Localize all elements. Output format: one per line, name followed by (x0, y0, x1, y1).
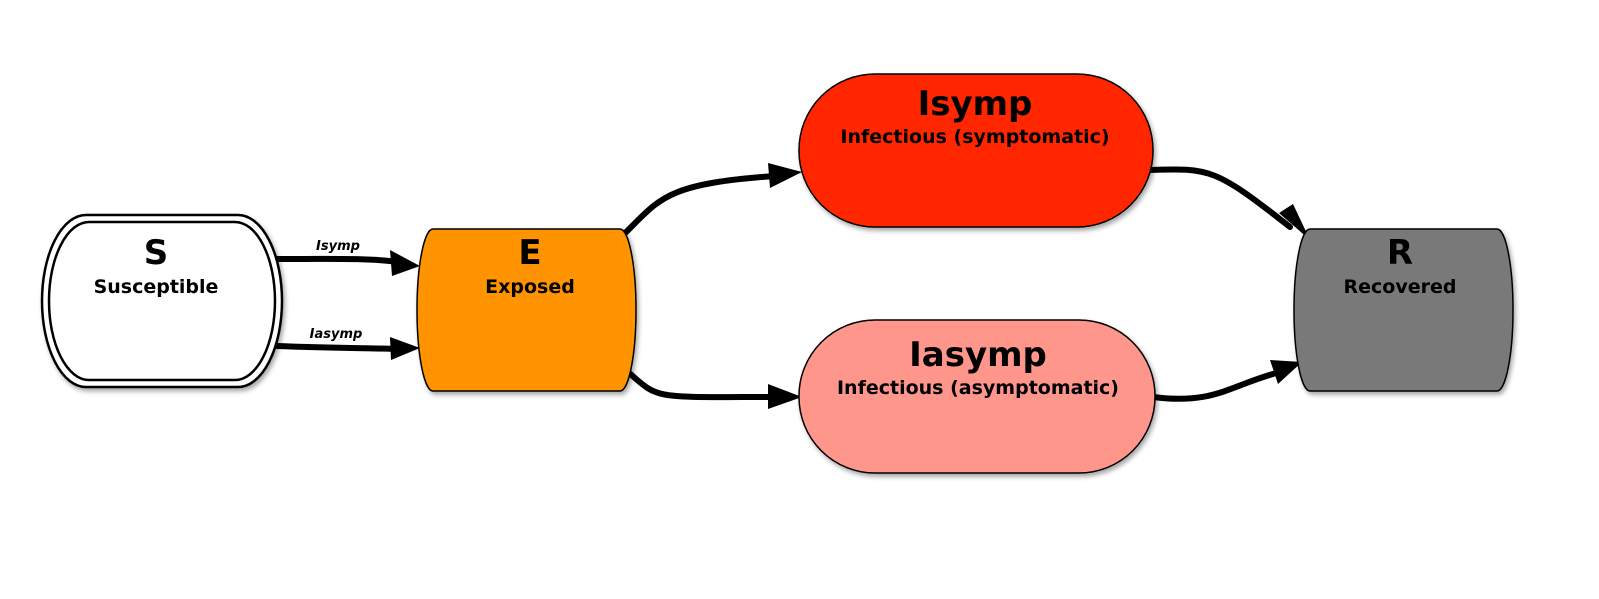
arrowhead-s-to-e-symp (390, 250, 420, 276)
edge-s-to-e-asymp (274, 343, 400, 352)
node-isymp-subtitle: Infectious (symptomatic) (840, 126, 1109, 148)
node-r-subtitle: Recovered (1344, 276, 1457, 298)
arrowhead-isymp-to-r (1279, 204, 1310, 240)
node-s-subtitle: Susceptible (94, 276, 219, 298)
node-s: S Susceptible (40, 213, 284, 389)
node-iasymp-title: Iasymp (909, 335, 1047, 375)
node-r-shape (1293, 228, 1514, 392)
node-s-title: S (144, 233, 169, 273)
node-isymp-title: Isymp (918, 84, 1033, 124)
node-isymp: Isymp Infectious (symptomatic) (798, 73, 1154, 228)
node-s-shape (40, 213, 284, 389)
node-r-title: R (1387, 233, 1413, 273)
edge-isymp-to-r (1147, 166, 1293, 230)
arrowhead-e-to-iasymp (768, 384, 802, 409)
node-s-inner-border (47, 220, 277, 382)
node-e-shape (416, 228, 637, 392)
node-iasymp: Iasymp Infectious (asymptomatic) (798, 319, 1156, 474)
node-iasymp-subtitle: Infectious (asymptomatic) (837, 377, 1119, 399)
edges: Isymp Iasymp (274, 163, 1310, 409)
edge-iasymp-to-r (1150, 369, 1283, 402)
arrowhead-e-to-isymp (768, 163, 802, 188)
arrowhead-s-to-e-asymp (390, 337, 420, 360)
node-e-title: E (518, 233, 541, 273)
edge-label-iasymp: Iasymp (310, 327, 363, 342)
edge-e-to-iasymp (624, 368, 778, 401)
edge-s-to-e-symp (274, 255, 400, 265)
node-r: R Recovered (1293, 228, 1514, 392)
node-e: E Exposed (416, 228, 637, 392)
node-e-subtitle: Exposed (485, 276, 575, 298)
node-iasymp-shape (798, 319, 1156, 474)
arrowhead-iasymp-to-r (1270, 360, 1302, 384)
node-isymp-shape (798, 73, 1154, 228)
edge-label-isymp: Isymp (316, 239, 360, 254)
edge-e-to-isymp (617, 173, 778, 241)
